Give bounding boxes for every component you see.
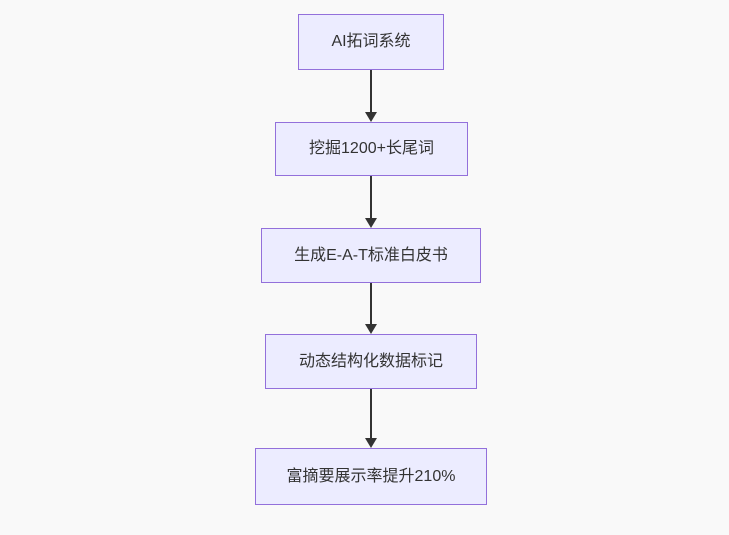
flow-arrow-4	[365, 389, 377, 448]
flow-node-eat-whitepaper: 生成E-A-T标准白皮书	[261, 228, 481, 283]
arrow-head-icon	[365, 438, 377, 448]
arrow-line	[370, 176, 372, 218]
flow-node-structured-data-markup: 动态结构化数据标记	[265, 334, 477, 389]
flow-node-ai-expansion-system: AI拓词系统	[298, 14, 444, 70]
node-label: 动态结构化数据标记	[298, 352, 443, 370]
flow-node-rich-snippet-result: 富摘要展示率提升210%	[255, 448, 487, 505]
flow-arrow-2	[365, 176, 377, 228]
arrow-line	[370, 389, 372, 438]
flow-node-longtail-mining: 挖掘1200+长尾词	[275, 122, 468, 176]
node-label: AI拓词系统	[331, 33, 411, 51]
node-label: 生成E-A-T标准白皮书	[294, 246, 448, 264]
arrow-line	[370, 283, 372, 324]
arrow-line	[370, 70, 372, 112]
node-label: 富摘要展示率提升210%	[286, 467, 456, 485]
arrow-head-icon	[365, 324, 377, 334]
arrow-head-icon	[365, 112, 377, 122]
flow-arrow-3	[365, 283, 377, 334]
node-label: 挖掘1200+长尾词	[309, 140, 434, 158]
flow-arrow-1	[365, 70, 377, 122]
arrow-head-icon	[365, 218, 377, 228]
